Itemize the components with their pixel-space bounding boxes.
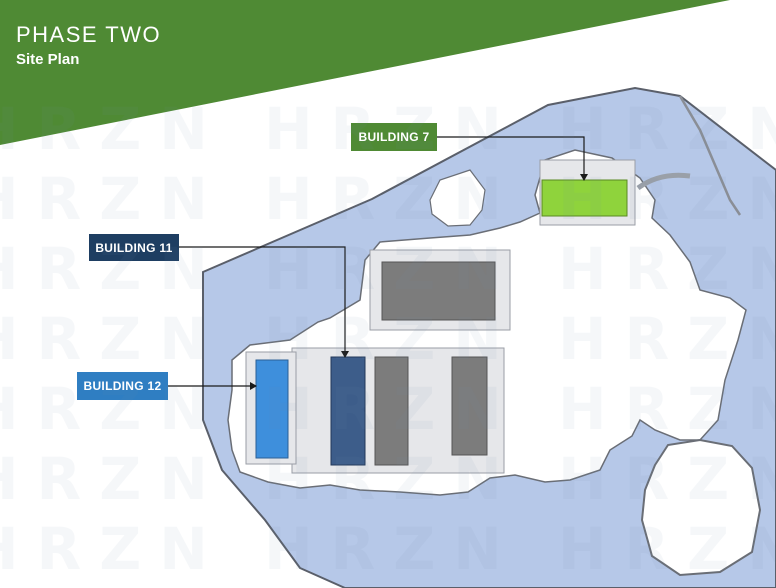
road (678, 95, 742, 216)
land-north (429, 169, 486, 227)
arrow-building-7 (580, 174, 588, 181)
island (640, 438, 762, 577)
existing-building-east (451, 356, 488, 456)
building-12-label: BUILDING 12 (83, 379, 162, 393)
arrow-building-12 (250, 382, 257, 390)
building-11 (330, 356, 366, 466)
page-title: PHASE TWO (16, 22, 162, 47)
building-7 (541, 179, 628, 217)
existing-building-north (381, 261, 496, 321)
building-11-label: BUILDING 11 (95, 240, 173, 255)
building-7-label: BUILDING 7 (358, 130, 430, 144)
header-band (0, 0, 730, 145)
page-subtitle: Site Plan (16, 51, 80, 68)
existing-building-center (374, 356, 409, 466)
building-12 (255, 359, 289, 459)
leader-building-11 (179, 246, 346, 357)
road-curve (636, 172, 691, 191)
tag-bg-building-7 (351, 123, 437, 151)
leader-building-7 (437, 136, 585, 180)
tag-bg-building-12 (77, 372, 168, 400)
arrow-building-11 (341, 351, 349, 358)
tag-bg-building-11 (89, 234, 179, 261)
